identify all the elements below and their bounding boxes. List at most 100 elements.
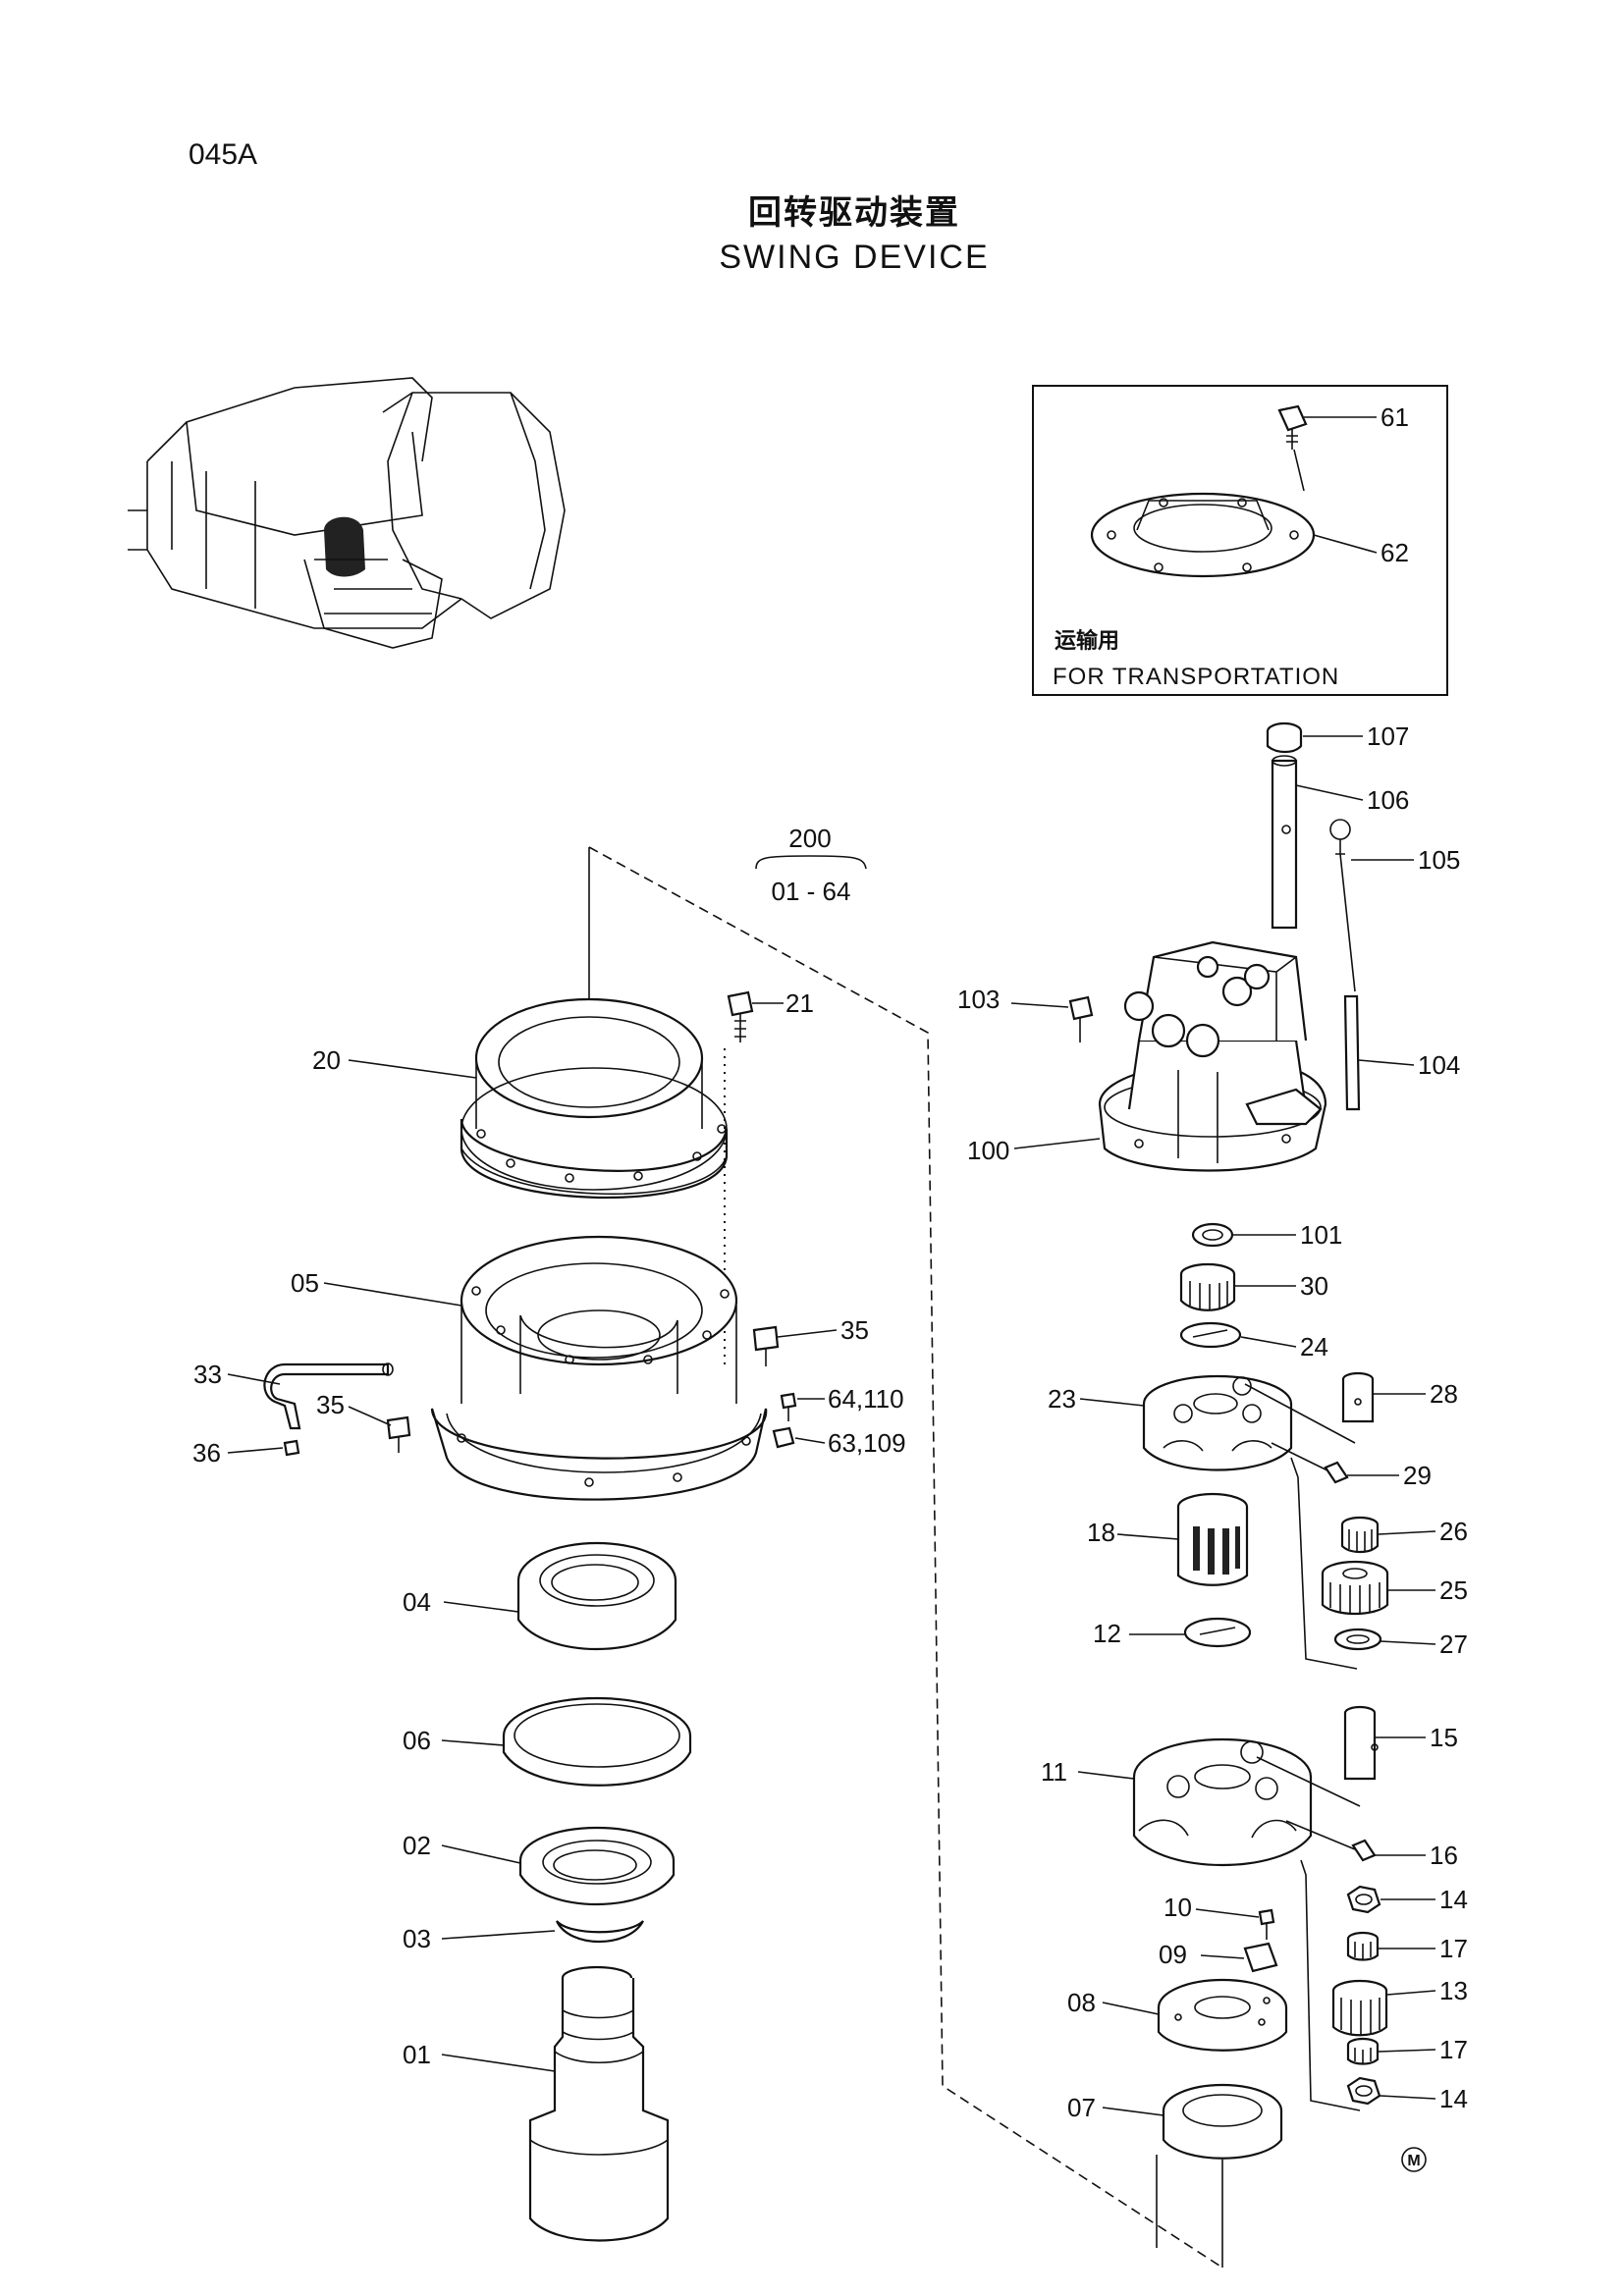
- callout-10: 10: [1164, 1893, 1192, 1922]
- part-14-washer-upper: [1346, 1885, 1381, 1914]
- part-100-swing-motor: [1098, 940, 1327, 1172]
- callout-23: 23: [1048, 1384, 1076, 1414]
- callout-07: 07: [1067, 2093, 1096, 2122]
- part-09-lock-plate: [1243, 1942, 1278, 1973]
- assembly-number: 200: [788, 824, 831, 853]
- callout-17-lower: 17: [1439, 2035, 1468, 2064]
- callout-20: 20: [312, 1045, 341, 1075]
- callout-106: 106: [1367, 785, 1409, 815]
- part-103-bolt: [1068, 995, 1094, 1042]
- part-25-planet-gear: [1321, 1560, 1389, 1615]
- part-16-spring-pin: [1351, 1839, 1377, 1862]
- callout-08: 08: [1067, 1988, 1096, 2017]
- part-33-pipe: [263, 1362, 394, 1430]
- part-29-spring-pin: [1324, 1461, 1349, 1484]
- callout-03: 03: [403, 1924, 431, 1953]
- part-18-sun-gear: [1176, 1492, 1249, 1586]
- callout-29: 29: [1403, 1461, 1432, 1490]
- callout-02: 02: [403, 1831, 431, 1860]
- transport-label-english: FOR TRANSPORTATION: [1053, 664, 1339, 690]
- part-07-bearing: [1162, 2083, 1283, 2160]
- callout-01: 01: [403, 2040, 431, 2069]
- part-26-bearing: [1340, 1516, 1380, 1554]
- part-04-bearing: [516, 1541, 677, 1650]
- callout-63-109: 63,109: [828, 1428, 906, 1458]
- part-23-carrier: [1142, 1374, 1293, 1471]
- assembly-range: 01 - 64: [772, 877, 851, 906]
- assembly-group-200: 200 01 - 64: [755, 824, 867, 906]
- callout-04: 04: [403, 1587, 431, 1617]
- callout-09: 09: [1159, 1940, 1187, 1969]
- part-17-bearing-upper: [1346, 1931, 1380, 1961]
- callout-18: 18: [1087, 1518, 1115, 1547]
- part-17-bearing-lower: [1346, 2037, 1380, 2065]
- part-28-pin: [1341, 1371, 1375, 1423]
- callout-36: 36: [192, 1438, 221, 1468]
- part-30-gear: [1179, 1262, 1236, 1311]
- part-64-110-fitting: [780, 1392, 797, 1421]
- part-107-cap: [1266, 721, 1303, 754]
- callout-26: 26: [1439, 1517, 1468, 1546]
- part-13-planet-gear: [1331, 1979, 1388, 2037]
- part-05-housing: [430, 1235, 768, 1501]
- callout-27: 27: [1439, 1629, 1468, 1659]
- part-08-plate: [1157, 1978, 1288, 2052]
- callout-28: 28: [1430, 1379, 1458, 1409]
- part-02-oil-seal: [518, 1826, 676, 1905]
- transport-box: 61 62 运输用 FOR TRANSPORTATION: [1032, 385, 1448, 696]
- title-chinese: 回转驱动装置: [748, 194, 960, 232]
- callout-15: 15: [1430, 1723, 1458, 1752]
- callout-25: 25: [1439, 1575, 1468, 1605]
- callout-104: 104: [1418, 1050, 1460, 1080]
- transport-label-chinese: 运输用: [1055, 628, 1119, 653]
- part-15-pin: [1343, 1705, 1379, 1781]
- part-06-seal-ring: [502, 1696, 692, 1787]
- part-106-shaft: [1271, 755, 1298, 930]
- part-12-plate: [1183, 1617, 1252, 1648]
- callout-14-lower: 14: [1439, 2084, 1468, 2113]
- part-27-washer: [1333, 1628, 1382, 1651]
- part-20-ring-gear: [460, 997, 729, 1200]
- part-35-bolt-left: [386, 1415, 411, 1453]
- callout-06: 06: [403, 1726, 431, 1755]
- part-01-pinion-shaft: [528, 1965, 670, 2242]
- callout-14-upper: 14: [1439, 1885, 1468, 1914]
- page-code: 045A: [189, 138, 257, 171]
- callout-64-110: 64,110: [828, 1384, 904, 1414]
- callout-17-upper: 17: [1439, 1934, 1468, 1963]
- title-english: SWING DEVICE: [719, 239, 989, 276]
- callout-61: 61: [1380, 402, 1409, 432]
- callout-62: 62: [1380, 538, 1409, 567]
- assembly-boundary-line: [588, 846, 1223, 2269]
- callout-103: 103: [957, 985, 1000, 1014]
- bolt-61: [1277, 404, 1308, 450]
- part-63-109-fitting: [772, 1426, 795, 1449]
- callout-101: 101: [1300, 1220, 1342, 1250]
- callout-12: 12: [1093, 1619, 1121, 1648]
- part-11-carrier: [1132, 1737, 1313, 1866]
- callout-13: 13: [1439, 1976, 1468, 2005]
- callout-16: 16: [1430, 1841, 1458, 1870]
- part-10-bolt: [1258, 1908, 1275, 1940]
- callout-11: 11: [1041, 1757, 1067, 1787]
- callout-21: 21: [785, 988, 814, 1018]
- circled-m-mark: M: [1401, 2147, 1427, 2172]
- callout-05: 05: [291, 1268, 319, 1298]
- part-36-plug: [283, 1439, 300, 1457]
- part-35-bolt-right: [752, 1325, 780, 1366]
- callout-105: 105: [1418, 845, 1460, 875]
- part-14-washer-lower: [1346, 2076, 1381, 2106]
- part-104-pipe: [1343, 994, 1361, 1111]
- callout-107: 107: [1367, 721, 1409, 751]
- callout-24: 24: [1300, 1332, 1328, 1362]
- part-03-collar: [556, 1920, 644, 1944]
- part-24-plate: [1179, 1321, 1242, 1349]
- circled-m-letter: M: [1407, 2153, 1420, 2169]
- excavator-location-sketch: [128, 377, 566, 649]
- callout-35-right: 35: [840, 1315, 869, 1345]
- callout-100: 100: [967, 1136, 1009, 1165]
- part-105-dipstick: [1329, 819, 1356, 992]
- callout-35-left: 35: [316, 1390, 345, 1419]
- callout-33: 33: [193, 1360, 222, 1389]
